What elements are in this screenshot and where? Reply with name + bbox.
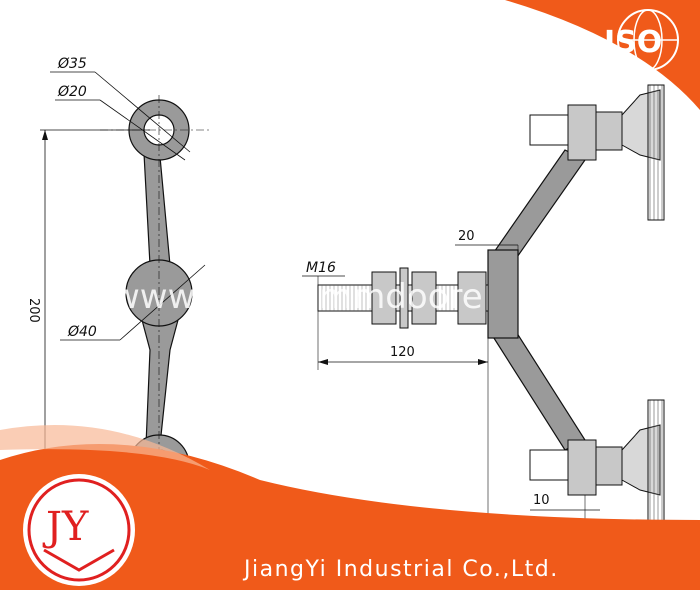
iso-corner-banner: ISO bbox=[505, 0, 700, 110]
logo-text: JY bbox=[42, 504, 89, 550]
website-watermark: www.c mmdoore bbox=[112, 277, 483, 317]
glass-panel-top bbox=[647, 84, 665, 221]
center-diameter-label: Ø40 bbox=[67, 324, 97, 340]
iso-badge: ISO bbox=[604, 25, 662, 60]
company-name: JiangYi Industrial Co.,Ltd. bbox=[242, 557, 559, 582]
spider-front-view: 200 Ø35 Ø20 Ø40 bbox=[26, 56, 210, 500]
nut-2 bbox=[411, 271, 437, 325]
bolt-length-label: 120 bbox=[390, 345, 415, 360]
arm-width-label: 20 bbox=[458, 229, 475, 244]
inner-diameter-label: Ø20 bbox=[57, 84, 87, 100]
outer-diameter-label: Ø35 bbox=[57, 56, 87, 72]
length-dimension: 200 bbox=[26, 298, 41, 323]
thread-label: M16 bbox=[306, 260, 336, 276]
nut-3 bbox=[457, 271, 487, 325]
brand-banner: JiangYi Industrial Co.,Ltd. bbox=[0, 425, 700, 590]
jy-logo: JY bbox=[23, 474, 135, 586]
nut-1 bbox=[371, 271, 397, 325]
plate-thickness-label: 10 bbox=[533, 493, 550, 508]
spider-side-view: M16 120 20 10 60 bbox=[302, 84, 665, 590]
